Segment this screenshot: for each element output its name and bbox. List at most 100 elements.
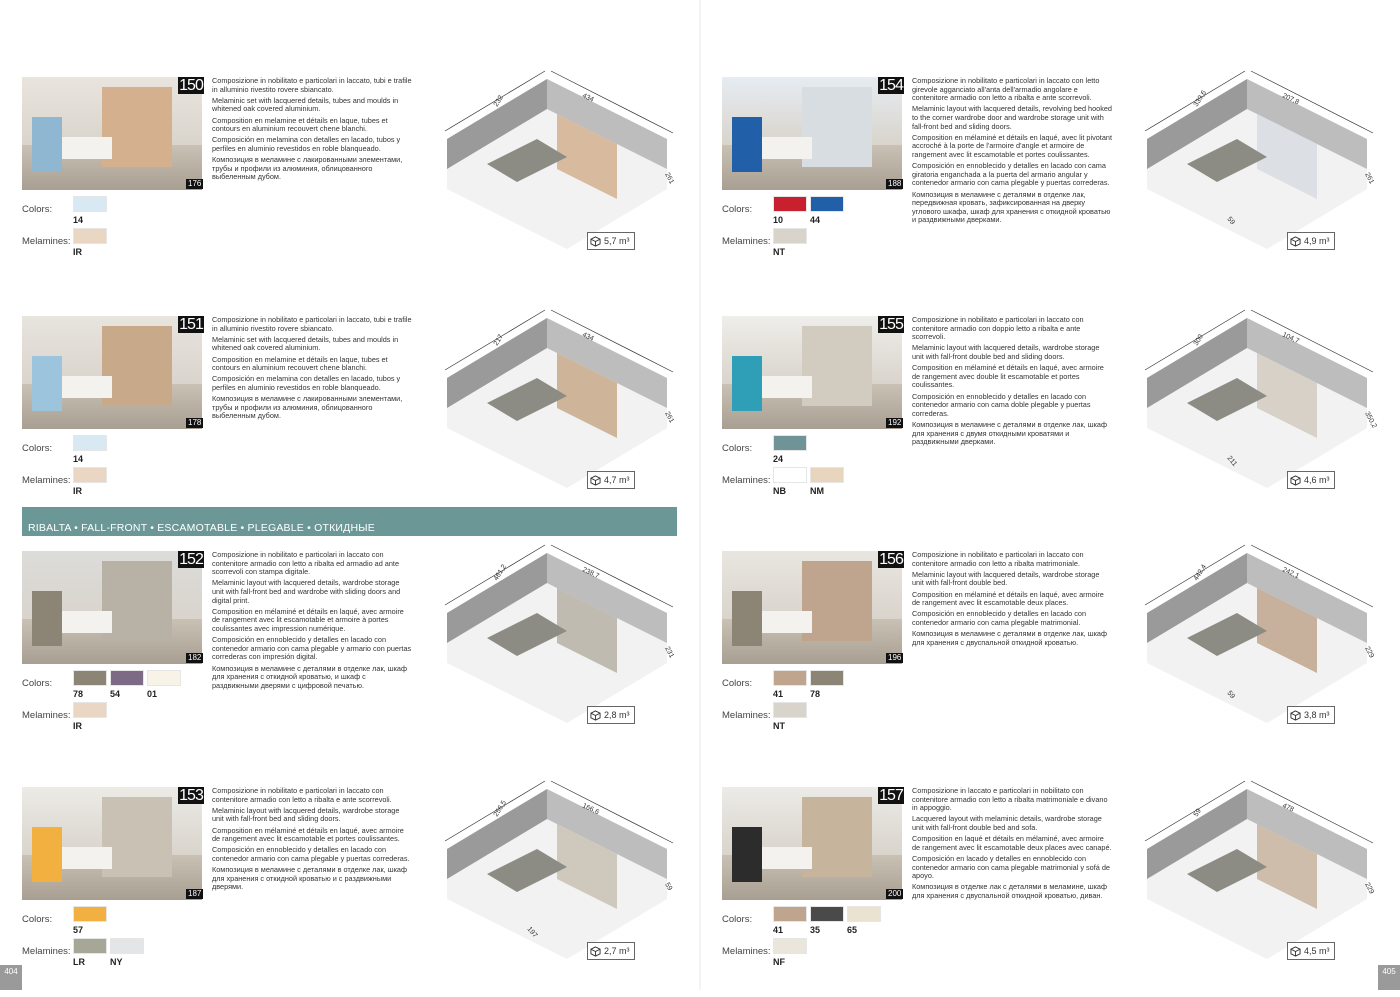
description-paragraph: Composición en ennoblecido y detalles en… bbox=[212, 845, 410, 863]
dimension-label: 229 bbox=[1363, 646, 1375, 660]
volume-badge: 3,8 m³ bbox=[1287, 706, 1335, 724]
composition-page-ref: 178 bbox=[186, 418, 204, 428]
photo-furniture bbox=[102, 87, 172, 167]
dimension-line bbox=[444, 309, 546, 371]
cube-icon bbox=[1290, 236, 1301, 247]
section-title: RIBALTA • FALL-FRONT • ESCAMOTABLE • PLE… bbox=[28, 522, 375, 534]
plan-bed bbox=[487, 613, 567, 656]
dimension-label: 261 bbox=[663, 172, 675, 186]
description-paragraph: Композиция в меламине с деталями в отдел… bbox=[212, 865, 407, 892]
plan-wall-right bbox=[547, 318, 667, 408]
color-swatch-10 bbox=[773, 196, 807, 212]
photo-furniture bbox=[802, 797, 872, 877]
composition-page-ref: 182 bbox=[186, 653, 204, 663]
plan-wall-left bbox=[1147, 318, 1247, 408]
composition-photo bbox=[722, 316, 902, 429]
plan-bed bbox=[487, 849, 567, 892]
description-paragraph: Composizione in nobilitato e particolari… bbox=[212, 550, 399, 577]
dimension-line bbox=[1144, 780, 1246, 842]
description-paragraph: Composición en melamina con detalles en … bbox=[212, 374, 401, 392]
composition-photo bbox=[722, 787, 902, 900]
colors-label: Colors: bbox=[722, 678, 753, 689]
dimension-label: 59 bbox=[1225, 690, 1235, 701]
color-swatch-01 bbox=[147, 670, 181, 686]
plan-wall-left bbox=[447, 318, 547, 408]
colors-label: Colors: bbox=[22, 914, 53, 925]
description-paragraph: Composition en mélaminé et détails en la… bbox=[912, 589, 1104, 608]
description-paragraph: Композиция в меламине с деталями в отдел… bbox=[912, 419, 1107, 447]
plan-wall-right bbox=[547, 79, 667, 169]
photo-accent bbox=[32, 591, 62, 646]
plan-wardrobe bbox=[557, 824, 617, 909]
composition-page-ref: 188 bbox=[886, 179, 904, 189]
description-paragraph: Композиция в меламине с деталями в отдел… bbox=[912, 629, 1107, 647]
color-swatch-41 bbox=[773, 670, 807, 686]
description-paragraph: Composición en ennoblecido y detalles en… bbox=[912, 609, 1087, 627]
dimension-label: 231 bbox=[663, 646, 675, 660]
plan-bed bbox=[1187, 613, 1267, 656]
folio-right: 405 bbox=[1378, 965, 1400, 990]
melamine-swatch-NY bbox=[110, 938, 144, 954]
description-paragraph: Composizione in nobilitato e particolari… bbox=[912, 315, 1084, 342]
volume-badge: 4,9 m³ bbox=[1287, 232, 1335, 250]
description-paragraph: Композиция в меламине с деталями в отдел… bbox=[912, 189, 1111, 225]
description-paragraph: Композиция в меламине с деталями в отдел… bbox=[212, 663, 407, 690]
description-paragraph: Melaminic layout with lacquered details,… bbox=[212, 578, 401, 605]
description-paragraph: Composizione in laccato e particolari in… bbox=[912, 786, 1108, 813]
description-paragraph: Composizione in nobilitato e particolari… bbox=[212, 76, 412, 94]
plan-wall-right bbox=[1247, 553, 1367, 643]
description-paragraph: Lacquered layout with melaminic details,… bbox=[912, 814, 1102, 832]
colors-label: Colors: bbox=[722, 443, 753, 454]
color-code: 14 bbox=[73, 454, 84, 464]
melamine-swatch-NB bbox=[773, 467, 807, 483]
description-paragraph: Composición en ennoblecido y detalles en… bbox=[912, 161, 1110, 188]
cube-icon bbox=[590, 475, 601, 486]
color-code: 24 bbox=[773, 454, 784, 464]
description-paragraph: Composition en mélaminé et détails en la… bbox=[912, 132, 1112, 159]
dimension-label: 434 bbox=[581, 331, 595, 342]
description-paragraph: Composizione in nobilitato e particolari… bbox=[212, 786, 392, 804]
dimension-label: 59 bbox=[1193, 808, 1203, 818]
volume-value: 5,7 m³ bbox=[604, 236, 630, 246]
description-paragraph: Composition en mélaminé et détails en la… bbox=[212, 825, 404, 844]
photo-accent bbox=[732, 591, 762, 646]
composition-number: 155 bbox=[878, 316, 904, 333]
dimension-line bbox=[1144, 544, 1246, 606]
melamine-swatch-NF bbox=[773, 938, 807, 954]
folio-left: 404 bbox=[0, 965, 22, 990]
melamine-code: NB bbox=[773, 486, 786, 496]
composition-page-ref: 200 bbox=[886, 889, 904, 899]
plan-wall-right bbox=[547, 553, 667, 643]
dimension-label: 229 bbox=[1363, 882, 1375, 896]
color-swatch-57 bbox=[73, 906, 107, 922]
cube-icon bbox=[590, 946, 601, 957]
melamines-label: Melamines: bbox=[722, 475, 771, 486]
colors-label: Colors: bbox=[22, 678, 53, 689]
plan-wall-right bbox=[1247, 79, 1367, 169]
plan-bed bbox=[1187, 378, 1267, 421]
description-paragraph: Composición en ennoblecido y detalles en… bbox=[212, 635, 412, 662]
composition-description: Composizione in nobilitato e particolari… bbox=[912, 315, 1112, 449]
plan-bed bbox=[487, 378, 567, 421]
color-code: 78 bbox=[73, 689, 84, 699]
plan-wardrobe bbox=[1257, 353, 1317, 438]
color-code: 35 bbox=[810, 925, 821, 935]
description-paragraph: Композиция в меламине с лакированными эл… bbox=[212, 155, 403, 182]
description-paragraph: Composición en ennoblecido y detalles en… bbox=[912, 391, 1091, 418]
melamine-swatch-LR bbox=[73, 938, 107, 954]
melamine-swatch-IR bbox=[73, 702, 107, 718]
photo-furniture bbox=[102, 797, 172, 877]
description-paragraph: Melaminic layout with lacquered details,… bbox=[912, 343, 1100, 361]
dimension-label: 434 bbox=[581, 92, 595, 103]
composition-description: Composizione in nobilitato e particolari… bbox=[212, 315, 412, 424]
composition-photo bbox=[22, 77, 202, 190]
description-paragraph: Composición en lacado y detalles en enno… bbox=[912, 853, 1110, 881]
color-swatch-35 bbox=[810, 906, 844, 922]
